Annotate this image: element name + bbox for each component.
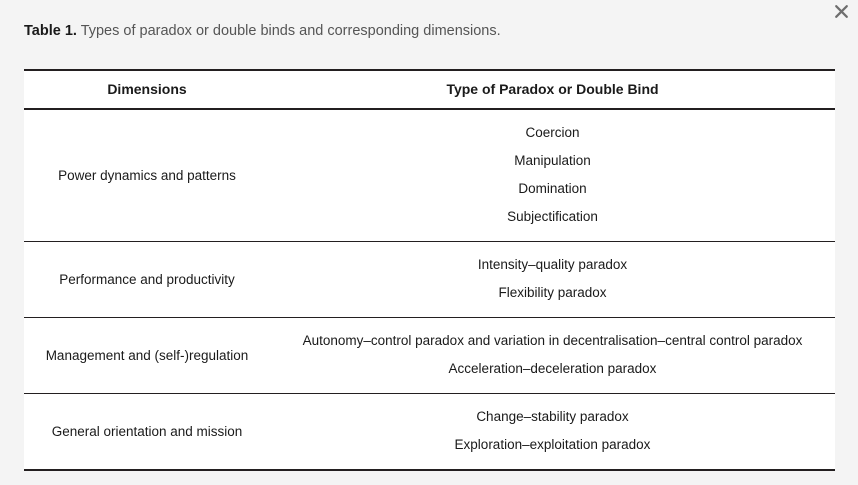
types-cell: Coercion Manipulation Domination Subject… xyxy=(270,109,835,242)
column-header-dimensions: Dimensions xyxy=(107,81,187,97)
paradox-table-panel: Dimensions Type of Paradox or Double Bin… xyxy=(24,69,835,471)
table-header-row: Dimensions Type of Paradox or Double Bin… xyxy=(24,70,835,109)
table-row: Power dynamics and patterns Coercion Man… xyxy=(24,109,835,242)
table-caption-label: Table 1. xyxy=(24,23,77,39)
list-item: Manipulation xyxy=(514,153,591,168)
table-row: General orientation and mission Change–s… xyxy=(24,394,835,471)
list-item: Autonomy–control paradox and variation i… xyxy=(302,333,803,348)
types-cell: Change–stability paradox Exploration–exp… xyxy=(270,394,835,471)
dimension-label: Power dynamics and patterns xyxy=(58,168,236,183)
list-item: Coercion xyxy=(525,125,580,140)
dimension-label: Performance and productivity xyxy=(59,272,235,287)
types-list: Change–stability paradox Exploration–exp… xyxy=(270,394,835,469)
list-item: Subjectification xyxy=(507,209,598,224)
types-list: Intensity–quality paradox Flexibility pa… xyxy=(270,242,835,317)
types-list: Coercion Manipulation Domination Subject… xyxy=(270,110,835,241)
dimension-label: General orientation and mission xyxy=(51,424,243,439)
types-list: Autonomy–control paradox and variation i… xyxy=(270,318,835,393)
table-row: Performance and productivity Intensity–q… xyxy=(24,242,835,318)
table-row: Management and (self-)regulation Autonom… xyxy=(24,318,835,394)
list-item: Acceleration–deceleration paradox xyxy=(448,361,657,376)
list-item: Domination xyxy=(518,181,587,196)
list-item: Exploration–exploitation paradox xyxy=(454,437,651,452)
dimension-label: Management and (self-)regulation xyxy=(45,348,249,363)
list-item: Change–stability paradox xyxy=(476,409,629,424)
list-item: Intensity–quality paradox xyxy=(477,257,628,272)
table-body: Power dynamics and patterns Coercion Man… xyxy=(24,109,835,470)
table-caption: Table 1. Types of paradox or double bind… xyxy=(24,21,501,41)
types-cell: Autonomy–control paradox and variation i… xyxy=(270,318,835,394)
close-icon xyxy=(834,4,849,19)
column-header-type-of-paradox: Type of Paradox or Double Bind xyxy=(446,81,659,97)
list-item: Flexibility paradox xyxy=(498,285,607,300)
table-header: Dimensions Type of Paradox or Double Bin… xyxy=(24,70,835,109)
table-caption-text: Types of paradox or double binds and cor… xyxy=(76,23,501,39)
close-button[interactable] xyxy=(830,0,852,22)
paradox-table: Dimensions Type of Paradox or Double Bin… xyxy=(24,69,835,471)
types-cell: Intensity–quality paradox Flexibility pa… xyxy=(270,242,835,318)
